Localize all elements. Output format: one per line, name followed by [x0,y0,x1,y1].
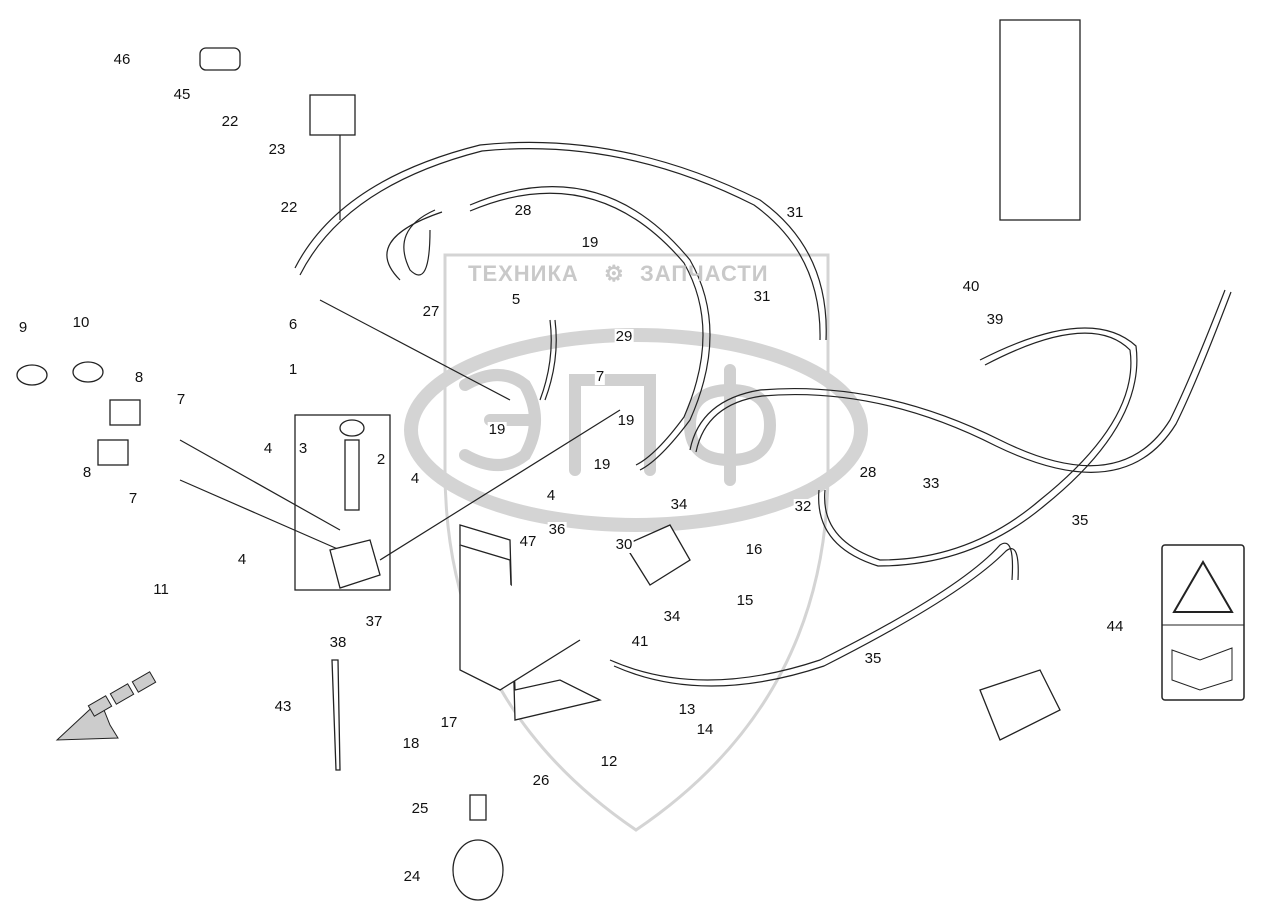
callout-19: 19 [592,456,612,473]
callout-19: 19 [580,234,600,251]
callout-4: 4 [236,551,248,568]
callout-12: 12 [599,753,619,770]
callout-19: 19 [487,421,507,438]
callout-7: 7 [594,368,606,385]
direction-arrow [55,671,157,741]
callout-17: 17 [439,714,459,731]
callout-13: 13 [677,701,697,718]
callout-31: 31 [752,288,772,305]
callout-27: 27 [421,303,441,320]
watermark-right-text: ЗАПЧАСТИ [640,261,769,286]
callout-5: 5 [510,291,522,308]
callout-9: 9 [17,319,29,336]
callout-2: 2 [375,451,387,468]
callout-29: 29 [614,328,634,345]
explosion-warning-icon [1172,560,1234,613]
callout-4: 4 [262,440,274,457]
callout-11: 11 [152,581,170,598]
callout-34: 34 [662,608,682,625]
callout-43: 43 [273,698,293,715]
callout-40: 40 [961,278,981,295]
callout-25: 25 [410,800,430,817]
manual-book-icon [1171,647,1233,691]
callout-32: 32 [793,498,813,515]
callout-28: 28 [858,464,878,481]
callout-34: 34 [669,496,689,513]
callout-28: 28 [513,202,533,219]
callout-14: 14 [695,721,715,738]
callout-24: 24 [402,868,422,885]
callout-26: 26 [531,772,551,789]
callout-37: 37 [364,613,384,630]
callout-7: 7 [127,490,139,507]
callout-22: 22 [279,199,299,216]
callout-16: 16 [744,541,764,558]
callout-10: 10 [71,314,91,331]
callout-4: 4 [409,470,421,487]
callout-31: 31 [785,204,805,221]
callout-47: 47 [518,533,538,550]
callout-8: 8 [133,369,145,386]
callout-33: 33 [921,475,941,492]
callout-15: 15 [735,592,755,609]
callout-45: 45 [172,86,192,103]
callout-41: 41 [630,633,650,650]
callout-35: 35 [1070,512,1090,529]
callout-46: 46 [112,51,132,68]
gear-icon: ⚙ [604,261,625,286]
callout-3: 3 [297,440,309,457]
watermark-monogram-logo [459,364,777,486]
callout-19: 19 [616,412,636,429]
callout-1: 1 [287,361,299,378]
callout-7: 7 [175,391,187,408]
callout-22: 22 [220,113,240,130]
callout-35: 35 [863,650,883,667]
components [16,19,1081,901]
callout-44: 44 [1105,618,1125,635]
callout-39: 39 [985,311,1005,328]
warning-label [1161,544,1245,701]
callout-36: 36 [547,521,567,538]
callout-30: 30 [614,536,634,553]
callout-6: 6 [287,316,299,333]
callout-4: 4 [545,487,557,504]
callout-38: 38 [328,634,348,651]
callout-18: 18 [401,735,421,752]
watermark-left-text: ТЕХНИКА [468,261,579,286]
hoses [179,135,1232,687]
callout-8: 8 [81,464,93,481]
callout-23: 23 [267,141,287,158]
